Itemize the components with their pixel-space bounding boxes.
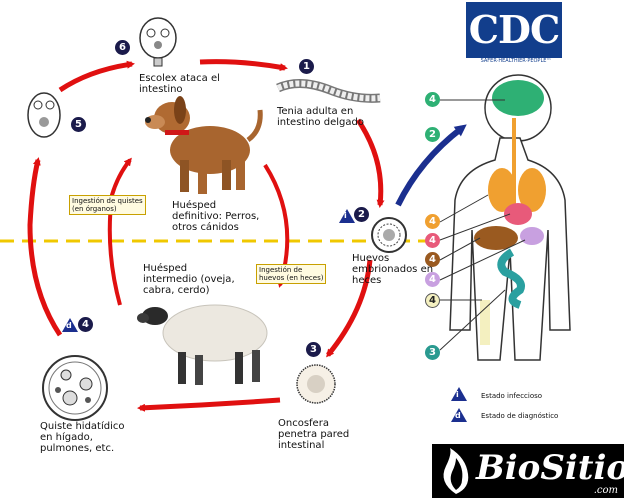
scolex-label: Escolex ataca el intestino	[139, 73, 220, 95]
organ-marker-5: 4	[425, 252, 440, 267]
biositio-logo: BioSitio .com	[432, 444, 628, 498]
step-badge-2: 2	[354, 207, 369, 222]
organ-marker-7: 4	[425, 293, 440, 308]
organ-marker-1: 4	[425, 92, 440, 107]
oncosphere-label: Oncosfera penetra pared intestinal	[278, 418, 350, 451]
organ-marker-4: 4	[425, 233, 440, 248]
ingest-cysts-box: Ingestión de quistes (en órganos)	[69, 195, 146, 215]
organ-marker-3: 4	[425, 214, 440, 229]
organ-leader-lines	[439, 99, 526, 351]
arrow-to-human-host	[395, 124, 467, 207]
biositio-flame-icon	[443, 448, 469, 494]
intermediate-host-label: Huésped intermedio (oveja, cabra, cerdo)	[143, 263, 235, 296]
definitive-host-label: Huésped definitivo: Perros, otros cánido…	[172, 200, 260, 233]
oncosphere-illustration	[296, 364, 336, 404]
dog-illustration	[145, 96, 263, 194]
cdc-logo: CDC	[466, 2, 562, 58]
legend-diagnostic-label: Estado de diagnóstico	[481, 412, 559, 420]
hydatid-cyst-illustration	[42, 355, 108, 421]
cdc-tagline: SAFER·HEALTHIER·PEOPLE™	[480, 58, 552, 64]
adult-tapeworm-illustration	[276, 79, 381, 103]
diagnostic-stage-letter: d	[66, 321, 72, 330]
step-badge-1: 1	[299, 59, 314, 74]
step-badge-5: 5	[71, 117, 86, 132]
protoscolex-illustration	[27, 92, 61, 138]
biositio-name: BioSitio	[476, 448, 628, 488]
hydatid-cyst-label: Quiste hidatídico en hígado, pulmones, e…	[40, 421, 125, 454]
arrow-cyst-to-protoscolex	[27, 157, 63, 337]
arrow-sheep-to-dog	[107, 157, 132, 306]
legend-infective-label: Estado infeccioso	[481, 392, 543, 400]
arrow-eggs-to-oncosphere	[326, 259, 373, 358]
arrow-adult-to-eggs	[355, 118, 385, 208]
diagnostic-stage-icon	[62, 318, 78, 332]
legend-infective-icon	[451, 387, 467, 401]
infective-stage-icon	[339, 209, 355, 223]
embryonated-egg-illustration	[371, 217, 407, 253]
organ-marker-8: 3	[425, 345, 440, 360]
arrow-protoscolex-to-scolex	[58, 60, 135, 93]
legend-diagnostic-icon	[451, 408, 467, 422]
step-badge-4: 4	[78, 317, 93, 332]
ingest-eggs-box: Ingestión de huevos (en heces)	[256, 264, 327, 284]
arrow-oncosphere-to-cyst	[137, 397, 281, 412]
human-body-illustration	[449, 74, 571, 361]
organ-marker-2: 2	[425, 127, 440, 142]
biositio-domain: .com	[593, 485, 618, 496]
step-badge-3: 3	[306, 342, 321, 357]
sheep-illustration	[137, 304, 268, 385]
legend-infective-letter: i	[456, 390, 459, 399]
arrow-scolex-to-adult	[199, 59, 288, 72]
organ-marker-6: 4	[425, 272, 440, 287]
adult-tapeworm-label: Tenia adulta en intestino delgado	[277, 106, 364, 128]
legend-diagnostic-letter: d	[455, 411, 461, 420]
scolex-illustration	[139, 17, 177, 67]
infective-stage-letter: i	[344, 211, 347, 220]
embryonated-eggs-label: Huevos embrionados en heces	[352, 253, 434, 286]
step-badge-6: 6	[115, 40, 130, 55]
